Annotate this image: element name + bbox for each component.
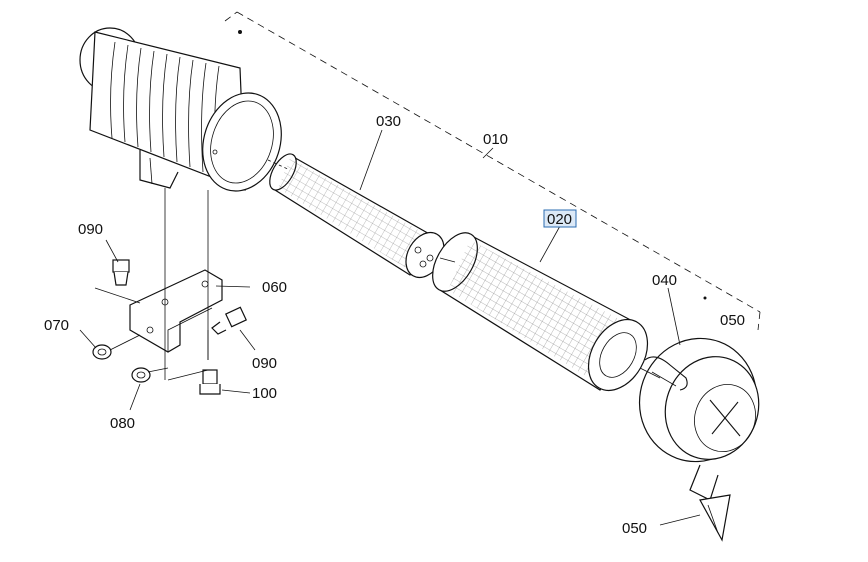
washer-080[interactable] xyxy=(131,367,151,383)
bolt-100[interactable] xyxy=(199,369,221,395)
callout-100[interactable]: 100 xyxy=(252,385,277,402)
callout-040[interactable]: 040 xyxy=(652,272,677,289)
callout-060[interactable]: 060 xyxy=(262,279,287,296)
callout-labels: 030 010 020 040 050 090 060 070 090 100 … xyxy=(44,113,745,537)
evacuator-valve[interactable] xyxy=(689,464,731,542)
callout-050-upper[interactable]: 050 xyxy=(720,312,745,329)
callout-050-lower[interactable]: 050 xyxy=(622,520,647,537)
nut-070[interactable] xyxy=(92,344,112,360)
leader-lines xyxy=(79,129,701,526)
callout-020-highlight xyxy=(543,209,577,228)
callout-090-upper[interactable]: 090 xyxy=(78,221,103,238)
inner-filter-element[interactable] xyxy=(264,150,451,285)
callout-080[interactable]: 080 xyxy=(110,415,135,432)
assembly-dashed-outline xyxy=(224,11,761,331)
callout-010[interactable]: 010 xyxy=(483,131,508,148)
alignment-lines xyxy=(94,159,661,381)
callout-030[interactable]: 030 xyxy=(376,113,401,130)
bolt-090-upper[interactable] xyxy=(112,259,130,286)
callout-070[interactable]: 070 xyxy=(44,317,69,334)
callout-020[interactable]: 020 xyxy=(547,211,572,228)
bolt-090-lower[interactable] xyxy=(211,306,248,335)
air-cleaner-cover[interactable] xyxy=(622,322,773,478)
outer-filter-element[interactable] xyxy=(423,225,659,401)
callout-090-lower[interactable]: 090 xyxy=(252,355,277,372)
air-cleaner-housing[interactable] xyxy=(79,27,294,201)
